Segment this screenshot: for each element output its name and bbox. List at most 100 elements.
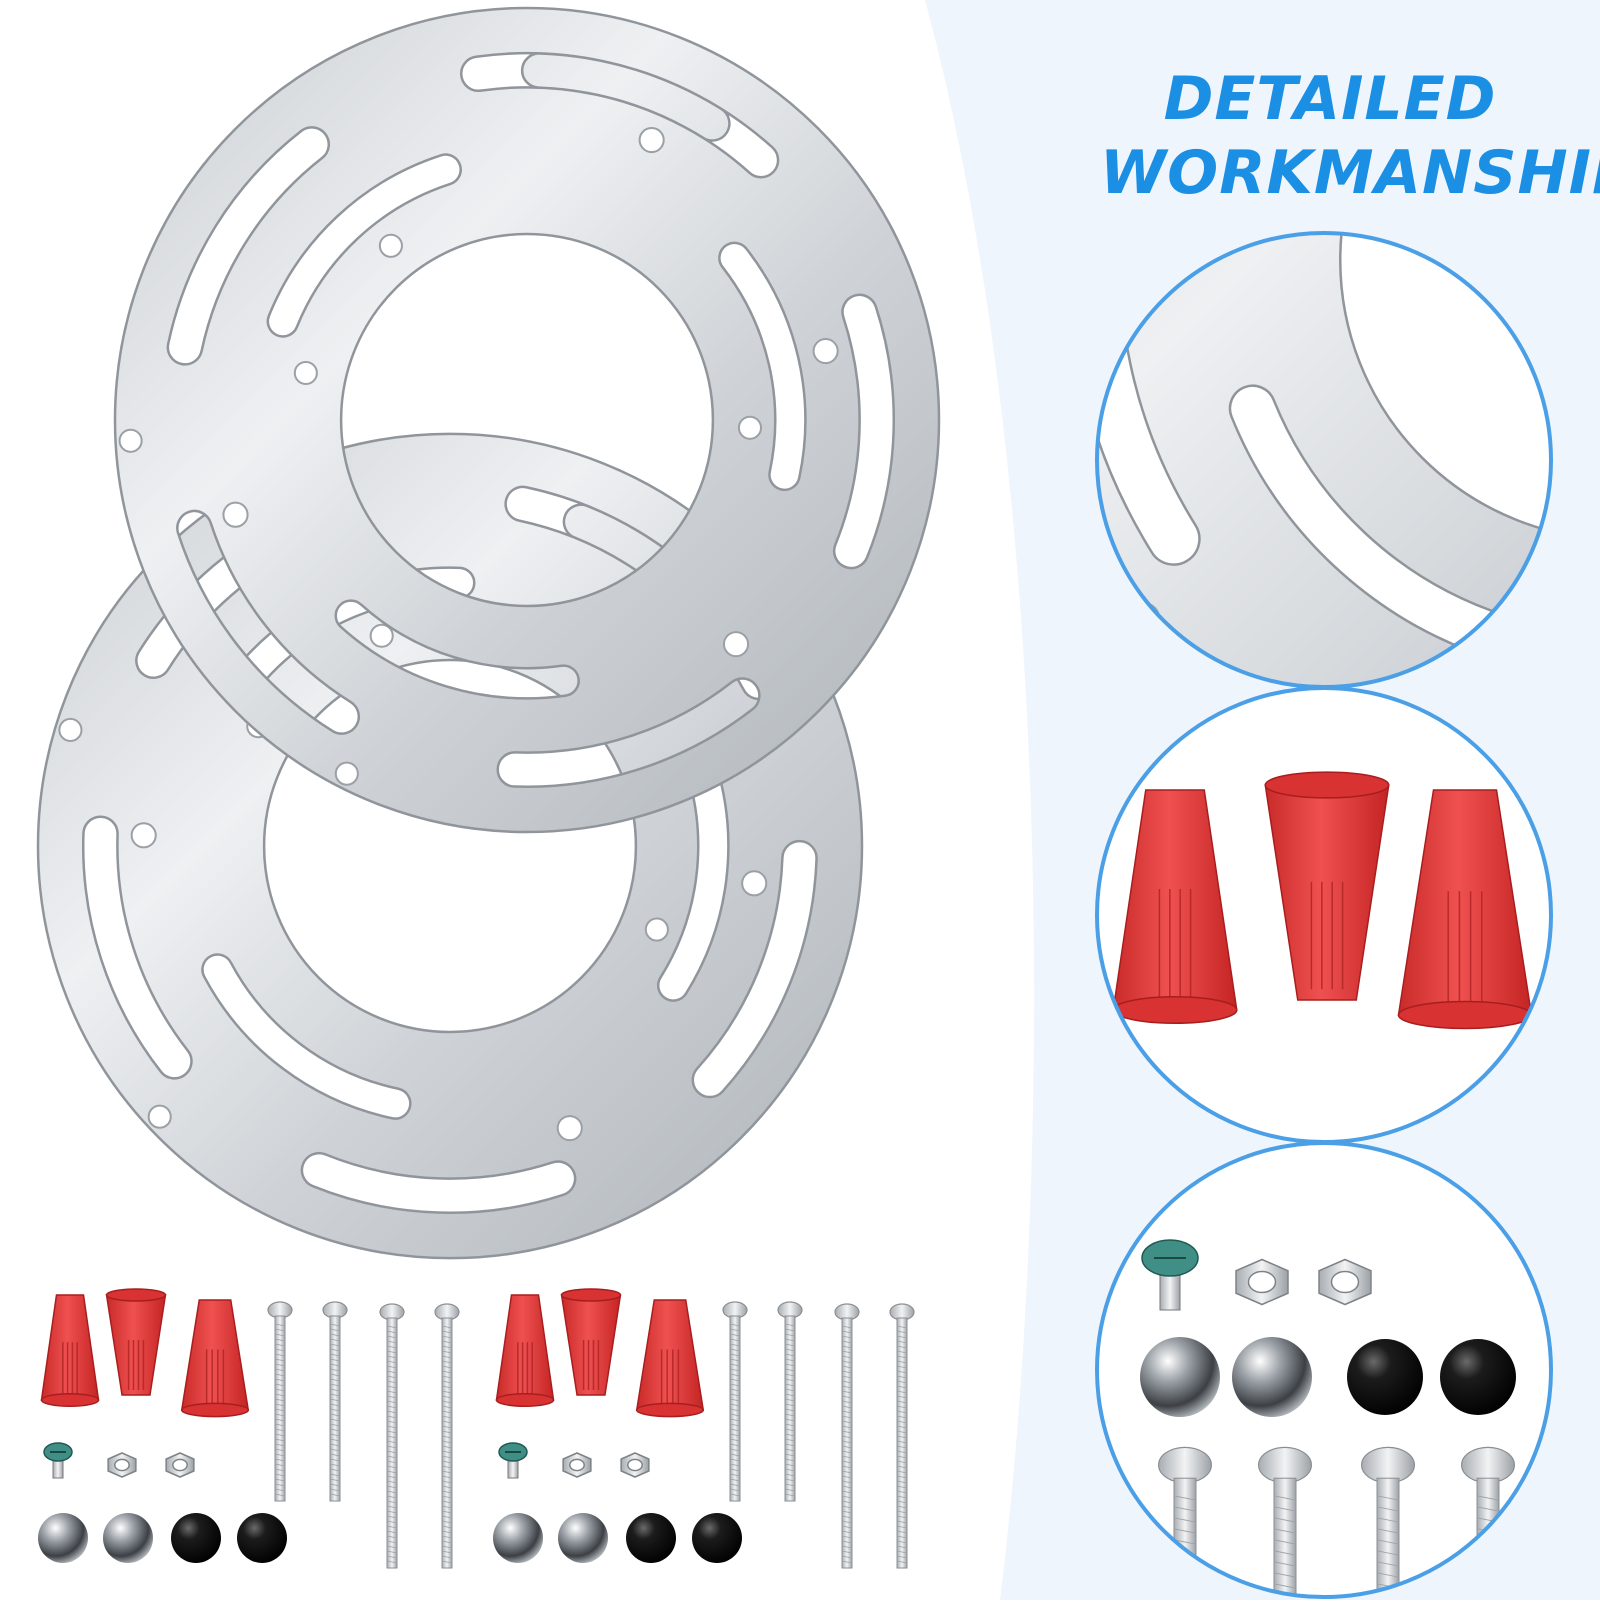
screw-thread [386,1395,398,1399]
screw-thread [896,1405,908,1409]
screw-thread [441,1395,453,1399]
screw-thread [386,1545,398,1549]
plate-hole [293,360,318,386]
screw-thread [441,1555,453,1559]
plate-hole [369,623,394,648]
headline-line-1: DETAILED [1163,64,1497,134]
screw-thread [729,1418,741,1422]
screw-thread [329,1328,341,1332]
mounting-plates [36,6,941,1260]
screw-thread [274,1483,286,1487]
screw-thread [441,1495,453,1499]
screw-thread [386,1470,398,1474]
steel-ball [1232,1337,1312,1417]
plate-body [113,6,941,834]
hardware-kit [493,1288,915,1569]
connector-opening [1112,996,1238,1024]
screw-thread [784,1323,796,1327]
screw-thread [441,1560,453,1564]
connector-opening [1397,1000,1533,1030]
screw-thread [329,1453,341,1457]
screw-thread [784,1438,796,1442]
connector-opening [105,1288,167,1302]
screw-thread [386,1535,398,1539]
screw-thread [274,1368,286,1372]
screw-thread [386,1330,398,1334]
screw-thread [729,1373,741,1377]
screw-thread [841,1550,853,1554]
screw-thread [896,1355,908,1359]
steel-ball [558,1513,608,1563]
screw-thread [841,1505,853,1509]
screw-thread [274,1438,286,1442]
connector-opening [560,1288,622,1302]
screw-thread [729,1488,741,1492]
screw-thread [274,1388,286,1392]
screw-thread [1476,1506,1500,1512]
screw-thread [386,1370,398,1374]
plate-body [1097,233,1551,687]
screw-thread [896,1400,908,1404]
screw-thread [896,1335,908,1339]
screw-thread [1273,1517,1297,1523]
screw-thread [386,1400,398,1404]
screw-thread [841,1560,853,1564]
screw-thread [841,1330,853,1334]
screw-thread [1376,1572,1400,1578]
screw-head [1257,1446,1312,1484]
detail-circle-border-3 [1095,1141,1553,1599]
screw-thread [329,1463,341,1467]
wire-connector [105,1288,167,1396]
screw-thread [729,1448,741,1452]
screw-thread [386,1410,398,1414]
screw-thread [896,1325,908,1329]
screw-thread [729,1458,741,1462]
screw-thread [896,1380,908,1384]
screw-thread [386,1360,398,1364]
screw-thread [329,1408,341,1412]
screw-thread [386,1375,398,1379]
connector-body [560,1294,622,1396]
screw-thread [896,1425,908,1429]
screw-thread [841,1480,853,1484]
screw-thread [1273,1583,1297,1589]
screw-thread [896,1560,908,1564]
screw-thread [386,1335,398,1339]
screw-thread [386,1345,398,1349]
screw-thread [784,1493,796,1497]
black-ball [171,1513,221,1563]
screw-thread [841,1380,853,1384]
screw-thread [274,1463,286,1467]
screw-thread [841,1430,853,1434]
screw-thread [329,1368,341,1372]
nut-hole [569,1458,585,1472]
screw-thread [784,1418,796,1422]
screw-thread [729,1438,741,1442]
screw-thread [841,1395,853,1399]
screw-thread [386,1515,398,1519]
screw-thread [441,1545,453,1549]
screw-thread [274,1408,286,1412]
screw-thread [841,1375,853,1379]
connector-body [105,1294,167,1396]
screw-thread [784,1333,796,1337]
screw-thread [1376,1561,1400,1567]
screw-thread [729,1433,741,1437]
screw-thread [386,1510,398,1514]
screw-thread [841,1440,853,1444]
screw-thread [441,1510,453,1514]
connector-opening [495,1392,555,1408]
screw-thread [329,1358,341,1362]
screw-thread [1273,1550,1297,1556]
screw-thread [841,1500,853,1504]
long-screw [889,1303,915,1569]
wire-connector [1397,789,1533,1030]
steel-ball [493,1513,543,1563]
connector-opening [1264,771,1390,799]
screw-thread [441,1540,453,1544]
screw-thread [441,1515,453,1519]
screw-thread [729,1478,741,1482]
mounting-plate [113,6,941,834]
headline: DETAILED WORKMANSHIP [1100,62,1600,210]
screw-thread [441,1430,453,1434]
